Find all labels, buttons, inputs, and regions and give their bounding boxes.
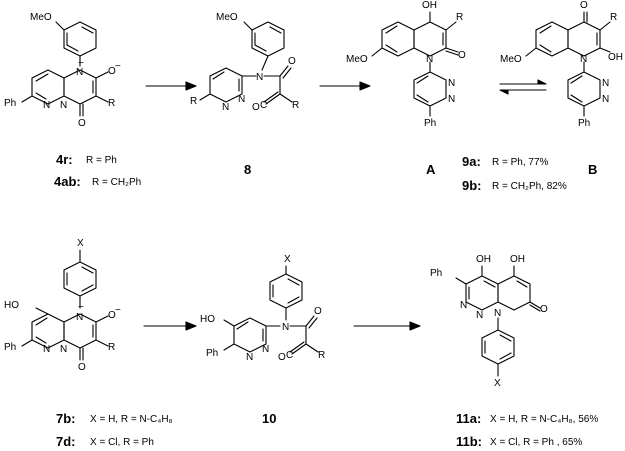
compound-10-label: 10 [262,411,276,426]
compound-10-structure: X N N N HO Ph O R O C [200,254,325,363]
ph-label: Ph [430,268,442,279]
compound-11b-label: 11b: [456,434,482,449]
r-label: R [190,96,197,107]
n-label: N [426,54,433,65]
n-label: N [246,352,253,363]
ketene-o-label: O [252,102,260,113]
o-label: O [78,118,86,129]
oh-label: OH [476,254,491,265]
compound-8-structure: MeO N N N R O R O C [190,12,299,113]
ph-label: Ph [206,348,218,359]
minus-charge: − [115,305,121,316]
oh-label: OH [422,0,437,11]
ho-label: HO [4,300,19,311]
n-plus-label: N [76,67,83,78]
compound-4ab-substituent: R = CH₂Ph [92,177,141,188]
x-label: X [494,378,501,389]
compound-7d-label: 7d: [56,434,76,449]
compound-7b-label: 7b: [56,411,76,426]
ph-label: Ph [578,118,590,129]
x-label: X [284,254,291,265]
r-label: R [108,342,115,353]
compound-11-structure: OH OH Ph N N N O X [430,254,548,389]
minus-charge: − [78,302,84,313]
compound-7d-substituent: X = Cl, R = Ph [90,437,154,448]
compound-4r-substituent: R = Ph [86,155,117,166]
compound-4ab-label: 4ab: [54,174,81,189]
ph-label: Ph [424,118,436,129]
n-plus-label: N [76,312,83,323]
reaction-arrow [143,321,197,331]
o-label: O [314,306,322,317]
oh-label: OH [608,52,623,63]
compound-9a-substituent: R = Ph, 77% [492,157,549,168]
compound-11a-substituent: X = H, R = N-C₄H₈, 56% [490,414,598,425]
compound-9b-substituent: R = CH₂Ph, 82% [492,181,567,192]
equilibrium-arrow [499,79,547,95]
compound-11a-label: 11a: [456,411,481,426]
n-label: N [602,94,609,105]
ph-label: Ph [4,342,16,353]
n-label: N [448,94,455,105]
n-label: N [476,310,483,321]
ph-label: Ph [4,98,16,109]
reaction-arrow [145,81,197,91]
compound-9b-label: 9b: [462,178,482,193]
r-label: R [108,98,115,109]
o-minus-label: O [108,66,116,77]
methoxy-label: MeO [216,12,238,23]
tautomer-b-label: B [588,162,597,177]
ketene-c-label: C [286,350,293,361]
o-label: O [288,56,296,67]
methoxy-label: MeO [30,12,52,23]
compound-7-structure: X − N N N HO O − R O Ph [4,238,121,373]
n-label: N [282,322,289,333]
x-label: X [77,238,84,249]
r-label: R [456,12,463,23]
o-label: O [78,362,86,373]
n-label: N [222,102,229,113]
n-label: N [60,100,67,111]
ketene-c-label: C [260,100,267,111]
compound-8-label: 8 [244,162,251,177]
methoxy-label: MeO [500,54,522,65]
r-label: R [610,12,617,23]
compound-4-structure: MeO N − N N O − R O Ph [4,12,121,129]
r-label: R [292,100,299,111]
n-label: N [238,94,245,105]
n-label: N [43,344,50,355]
n-label: N [60,344,67,355]
o-label: O [540,304,548,315]
n-label: N [43,100,50,111]
o-minus-label: O [108,310,116,321]
methoxy-label: MeO [346,54,368,65]
n-label: N [256,72,263,83]
n-label: N [448,78,455,89]
n-label: N [580,54,587,65]
n-label: N [602,78,609,89]
n-label: N [262,344,269,355]
compound-11b-substituent: X = Cl, R = Ph , 65% [490,437,582,448]
o-label: O [580,0,588,11]
o-label: O [458,50,466,61]
minus-charge: − [78,58,84,69]
reaction-arrow [353,321,421,331]
compound-9a-label: 9a: [462,154,481,169]
compound-7b-substituent: X = H, R = N-C₄H₈ [90,414,173,425]
compound-a-structure: OH R O N MeO N N Ph [346,0,466,129]
oh-label: OH [510,254,525,265]
tautomer-a-label: A [426,162,436,177]
n-label: N [494,308,501,319]
compound-b-structure: O R OH N MeO N N Ph [500,0,623,129]
r-label: R [318,350,325,361]
reaction-arrow [319,81,371,91]
ho-label: HO [200,314,215,325]
n-label: N [460,300,467,311]
ketene-o-label: O [278,352,286,363]
minus-charge: − [115,61,121,72]
compound-4r-label: 4r: [56,152,73,167]
